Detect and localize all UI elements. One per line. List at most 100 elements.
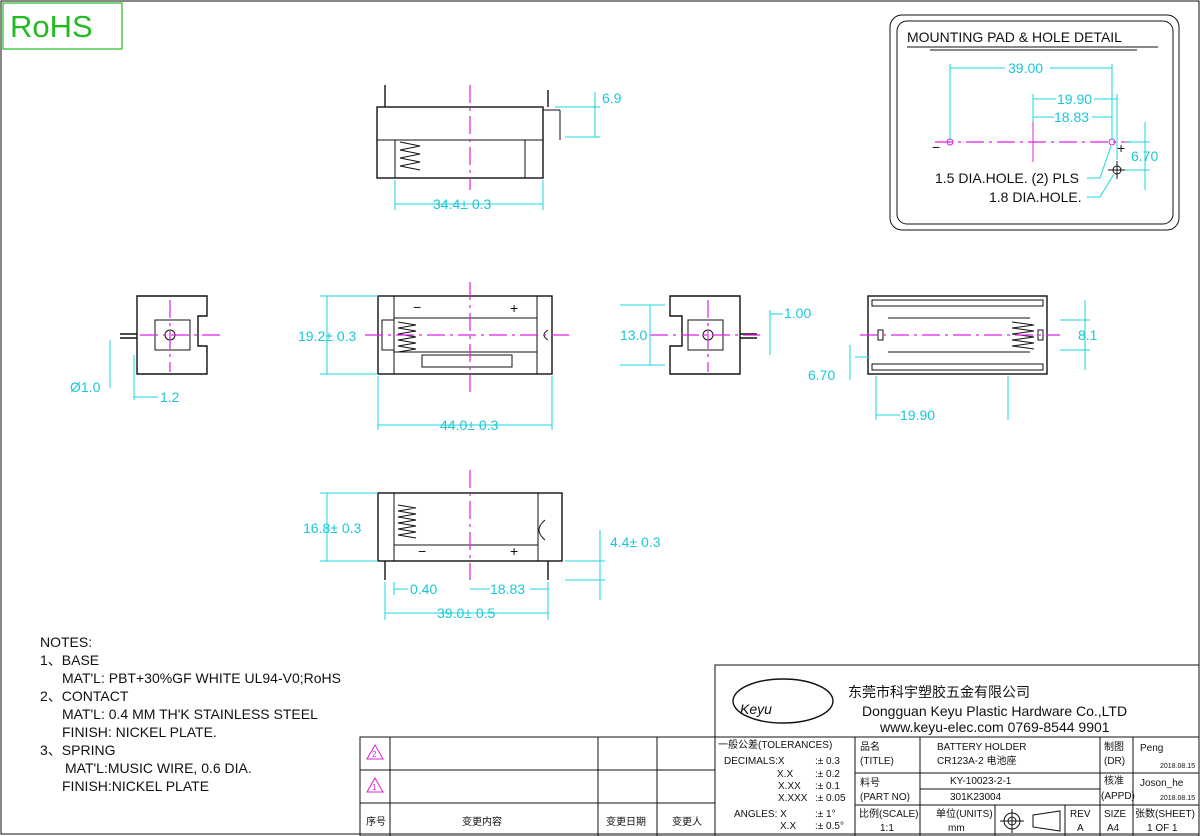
rev-1-marker: 1 [372,783,377,792]
company-name-en: Dongguan Keyu Plastic Hardware Co.,LTD [862,703,1127,719]
svg-text:2018.08.15: 2018.08.15 [1160,763,1195,770]
svg-text:2018.08.15: 2018.08.15 [1160,795,1195,802]
svg-text:SIZE: SIZE [1104,809,1127,820]
front-view: − + 19.2± 0.3 44.0± 0.3 [298,282,572,433]
projection-symbol-icon [1000,809,1061,833]
hole-detail-box: MOUNTING PAD & HOLE DETAIL 39.00 19.90 1… [889,14,1180,231]
svg-text:DECIMALS:X: DECIMALS:X [724,756,785,767]
minus-mark-bottom: − [418,543,426,559]
svg-text:3、SPRING: 3、SPRING [40,742,115,758]
dim-rear-pitch: 8.1 [1078,327,1098,343]
svg-text:REV: REV [1070,809,1091,820]
svg-text::± 0.2: :± 0.2 [815,769,840,780]
svg-text:MAT'L: PBT+30%GF WHITE UL94-: MAT'L: PBT+30%GF WHITE UL94-V0;RoHS [62,670,341,686]
rear-view: 8.1 6.70 19.90 [808,295,1098,423]
svg-text:MAT'L:MUSIC WIRE, 0.6 DIA.: MAT'L:MUSIC WIRE, 0.6 DIA. [65,760,252,776]
dim-hole-39: 39.00 [1008,60,1043,76]
dim-pin-length: 1.2 [160,389,180,405]
bottom-view: − + 16.8± 0.3 4.4± 0.3 0.40 18.83 39.0± … [303,470,661,621]
dim-pin-diameter: Ø1.0 [70,379,101,395]
left-side-view: Ø1.0 1.2 [70,295,225,405]
dim-hole-670: 6.70 [1131,148,1158,164]
rev-2-marker: 2 [372,750,377,759]
svg-text:变更日期: 变更日期 [606,815,646,828]
svg-text:(PART NO): (PART NO) [860,792,910,803]
dim-top-height: 6.9 [602,90,622,106]
svg-text:ANGLES: X: ANGLES: X [734,809,787,820]
dim-rear-offset: 6.70 [808,367,835,383]
svg-text:X.XX: X.XX [778,781,801,792]
part-code: 301K23004 [950,792,1002,803]
hole-note-2: 1.8 DIA.HOLE. [989,189,1082,205]
minus-mark: − [413,299,421,315]
plus-mark: + [510,300,518,316]
svg-text:FINISH: NICKEL PLATE.: FINISH: NICKEL PLATE. [62,724,217,740]
svg-text:1:1: 1:1 [880,823,894,834]
part-subtitle: CR123A-2 电池座 [937,754,1016,767]
svg-text:FINISH:NICKEL PLATE: FINISH:NICKEL PLATE [62,778,209,794]
svg-text:X.X: X.X [777,769,793,780]
drawn-by: Peng [1140,743,1163,754]
dim-bottom-span: 39.0± 0.5 [437,605,495,621]
hole-minus-mark: − [932,139,940,155]
svg-text::± 0.3: :± 0.3 [815,756,840,767]
svg-text:变更内容: 变更内容 [462,815,502,828]
hole-detail-title: MOUNTING PAD & HOLE DETAIL [907,29,1122,45]
dim-bottom-position: 18.83 [490,581,525,597]
svg-text:比例(SCALE): 比例(SCALE) [859,807,918,820]
svg-text:1 OF 1: 1 OF 1 [1147,823,1178,834]
svg-text:(DR): (DR) [1104,756,1125,767]
svg-text:张数(SHEET): 张数(SHEET) [1135,807,1195,820]
svg-text::± 1°: :± 1° [815,809,836,820]
title-block: Keyu 东莞市科宇塑胶五金有限公司 Dongguan Keyu Plastic… [714,664,1200,836]
dim-top-width: 34.4± 0.3 [433,196,491,212]
dim-front-height: 19.2± 0.3 [298,328,356,344]
svg-text:品名: 品名 [860,740,880,753]
svg-text:MAT'L: 0.4 MM TH'K STAINLESS S: MAT'L: 0.4 MM TH'K STAINLESS STEEL [62,706,318,722]
svg-text:(APPD): (APPD) [1101,791,1135,802]
svg-text:NOTES:: NOTES: [40,634,92,650]
dim-bottom-gap: 0.40 [410,581,437,597]
company-name-cn: 东莞市科宇塑胶五金有限公司 [848,684,1030,700]
rohs-badge [2,2,123,50]
company-contact: www.keyu-elec.com 0769-8544 9901 [879,719,1110,735]
svg-text::± 0.1: :± 0.1 [815,781,840,792]
svg-text:一般公差(TOLERANCES): 一般公差(TOLERANCES) [718,738,832,751]
dim-rear-position: 19.90 [900,407,935,423]
svg-text::± 0.5°: :± 0.5° [815,821,844,832]
dim-bottom-depth: 4.4± 0.3 [610,534,661,550]
svg-text:1、BASE: 1、BASE [40,652,99,668]
revision-table: 2 1 序号 变更内容 变更日期 变更人 [359,736,716,836]
svg-text:mm: mm [948,823,965,834]
company-logo: Keyu [740,701,772,717]
svg-text:A4: A4 [1107,823,1120,834]
svg-text:序号: 序号 [366,815,386,828]
dim-side-pin: 1.00 [784,305,811,321]
part-title: BATTERY HOLDER [937,742,1026,753]
right-side-view: 13.0 1.00 [620,295,811,375]
svg-text:变更人: 变更人 [672,815,702,828]
top-view: 6.9 34.4± 0.3 [376,85,622,212]
dim-hole-1990: 19.90 [1057,91,1092,107]
svg-text:料号: 料号 [860,776,880,789]
hole-note-1: 1.5 DIA.HOLE. (2) PLS [935,170,1079,186]
rohs-label: RoHS [10,9,93,44]
svg-text:A: A [1077,823,1084,834]
svg-text::± 0.05: :± 0.05 [815,793,846,804]
hole-plus-mark: + [1117,140,1125,156]
svg-text:制图: 制图 [1104,740,1124,753]
svg-text:核准: 核准 [1104,774,1124,787]
svg-text:(TITLE): (TITLE) [860,756,894,767]
dim-side-height: 13.0 [620,327,647,343]
dim-hole-1883: 18.83 [1054,109,1089,125]
approved-by: Joson_he [1140,778,1184,789]
svg-text:2、CONTACT: 2、CONTACT [40,688,129,704]
svg-text:单位(UNITS): 单位(UNITS) [936,807,993,820]
plus-mark-bottom: + [510,543,518,559]
notes: NOTES: 1、BASE MAT'L: PBT+30%GF WHITE UL9… [40,634,341,794]
dim-bottom-height: 16.8± 0.3 [303,520,361,536]
svg-text:X.XXX: X.XXX [778,793,808,804]
svg-text:X.X: X.X [780,821,796,832]
